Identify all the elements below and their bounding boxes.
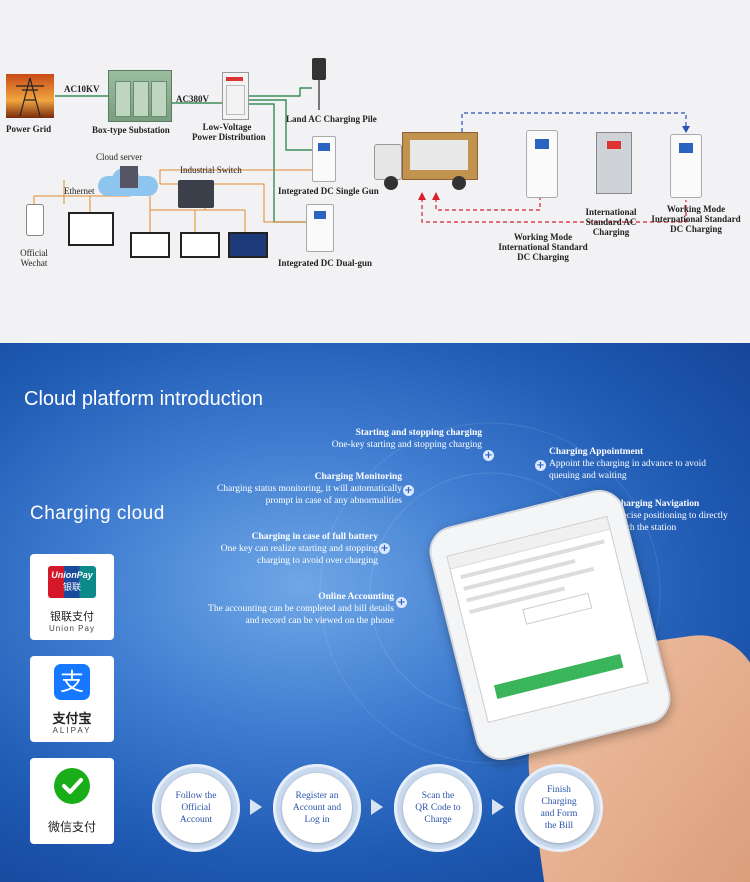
- cloud-server-icon: [98, 166, 158, 196]
- page-title: Cloud platform introduction: [24, 388, 264, 410]
- label-cloud-server: Cloud server: [96, 152, 143, 162]
- label-industrial-switch: Industrial Switch: [180, 165, 242, 175]
- phone: [423, 484, 677, 766]
- line-to-ac-pile: [247, 87, 312, 97]
- monitor-icon: [228, 232, 268, 258]
- feature-navigation: Charging Navigation Precise positioning …: [614, 499, 728, 533]
- label-intl-ac: International Standard AC Charging: [585, 207, 637, 237]
- label-ac380v: AC380V: [176, 94, 209, 104]
- line-to-dc-single: [247, 99, 312, 151]
- server-rack-icon: [178, 180, 214, 208]
- comm-line-wechat: [33, 195, 130, 204]
- phone-screen: [446, 515, 649, 723]
- box-substation-icon: [108, 70, 172, 122]
- plus-icon: +: [403, 485, 414, 496]
- wechat-pay-logo: [54, 768, 90, 804]
- comm-line-monitors: [149, 196, 246, 232]
- label-power-grid: Power Grid: [6, 124, 52, 134]
- arrow-right-icon: [492, 799, 504, 815]
- unionpay-logo: UnionPay 银联: [48, 566, 96, 598]
- ac-cabinet-icon: [596, 132, 632, 194]
- label-land-ac: Land AC Charging Pile: [286, 114, 377, 124]
- plus-icon: +: [379, 543, 390, 554]
- label-dc-dual: Integrated DC Dual-gun: [278, 258, 373, 268]
- unionpay-card[interactable]: UnionPay 银联 银联支付 Union Pay: [30, 554, 114, 640]
- phone-icon: [26, 204, 44, 236]
- distribution-cabinet-icon: [222, 72, 249, 120]
- feature-monitoring: Charging Monitoring Charging status moni…: [216, 472, 402, 506]
- feature-full-battery: Charging in case of full battery One key…: [220, 532, 378, 566]
- red-dashed-route-1: [421, 198, 687, 223]
- charging-cloud-title: Charging cloud: [30, 503, 165, 524]
- plus-icon: +: [483, 450, 494, 461]
- label-working-mode-1: Working Mode International Standard DC C…: [498, 232, 588, 262]
- blue-dashed-route: [461, 112, 687, 132]
- monitor-icon: [130, 232, 170, 258]
- label-working-mode-2: Working Mode International Standard DC C…: [651, 204, 741, 234]
- phone-confirm-button[interactable]: [493, 653, 624, 699]
- feature-start-stop: Starting and stopping charging One-key s…: [331, 428, 482, 450]
- monitor-icon: [68, 212, 114, 246]
- plus-icon: +: [396, 597, 407, 608]
- dc-charger-icon: [670, 134, 702, 198]
- ac-charging-pile-icon: [312, 58, 326, 110]
- truck-icon: [374, 132, 478, 190]
- label-ac10kv: AC10KV: [64, 84, 100, 94]
- power-grid-icon: [6, 74, 54, 118]
- arrow-right-icon: [250, 799, 262, 815]
- feature-appointment: Charging Appointment Appoint the chargin…: [549, 447, 707, 481]
- cloud-platform-panel: Cloud platform introduction Charging clo…: [0, 343, 750, 882]
- alipay-card[interactable]: 支 支付宝 ALIPAY: [30, 656, 114, 742]
- wechat-pay-card[interactable]: 微信支付: [30, 758, 114, 844]
- dc-dual-gun-icon: [306, 204, 334, 252]
- feature-accounting: Online Accounting The accounting can be …: [208, 592, 394, 626]
- alipay-logo: 支: [54, 664, 90, 700]
- dc-single-gun-icon: [312, 136, 336, 182]
- label-box-substation: Box-type Substation: [92, 125, 170, 135]
- label-dc-single: Integrated DC Single Gun: [278, 186, 379, 196]
- label-ethernet: Ethernet: [64, 186, 95, 196]
- label-low-voltage: Low-Voltage Power Distribution: [192, 122, 266, 142]
- comm-line-dc-single: [159, 169, 312, 184]
- label-official-wechat: Official Wechat: [20, 248, 48, 268]
- arrow-right-icon: [371, 799, 383, 815]
- monitor-icon: [180, 232, 220, 258]
- dc-charger-icon: [526, 130, 558, 198]
- plus-icon: +: [535, 460, 546, 471]
- checkmark-icon: [62, 778, 83, 794]
- charging-system-diagram: Power Grid AC10KV Box-type Substation AC…: [0, 0, 750, 322]
- red-dashed-route-2: [435, 196, 541, 211]
